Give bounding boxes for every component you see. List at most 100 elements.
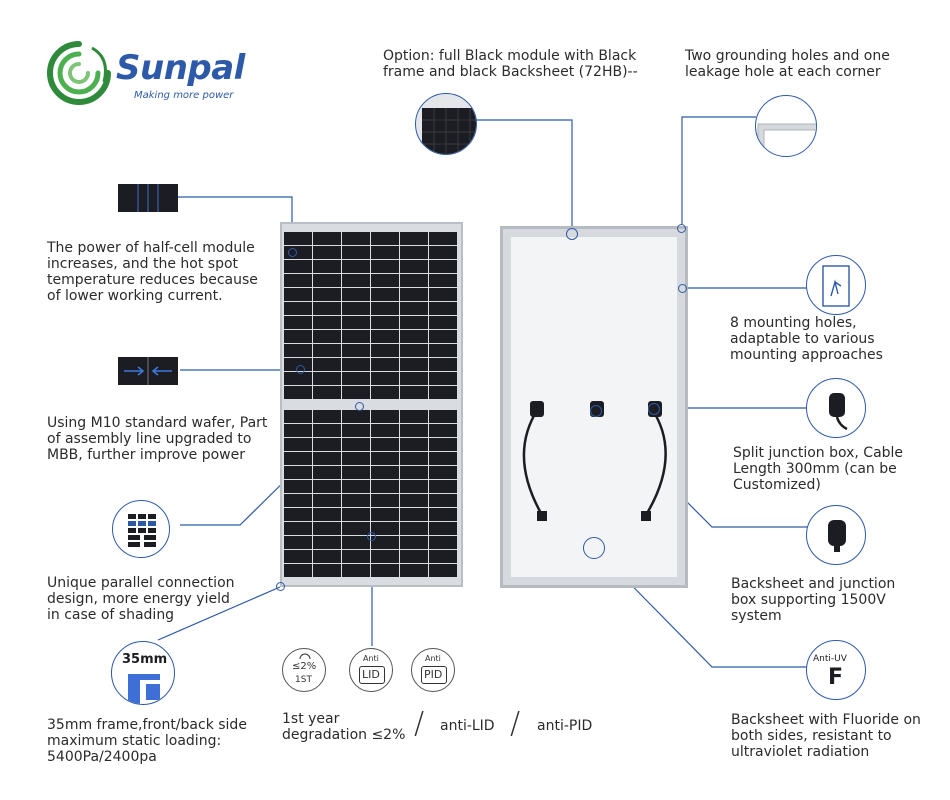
front-cells: [284, 232, 457, 577]
solar-cell: [400, 344, 428, 357]
solar-cell: [371, 344, 399, 357]
solar-cell: [371, 564, 399, 577]
solar-cell: [313, 508, 341, 521]
solar-cell: [371, 260, 399, 273]
solar-cell: [371, 316, 399, 329]
solar-cell: [284, 522, 312, 535]
solar-cell: [400, 452, 428, 465]
solar-cell: [342, 480, 370, 493]
solar-cell: [313, 302, 341, 315]
solar-cell: [313, 564, 341, 577]
junction-text: Split junction box, Cable Length 300mm (…: [733, 445, 904, 493]
anti-lid-text: LID: [362, 668, 380, 681]
wafer-marker: [296, 365, 305, 374]
half-cell-text: The power of half-cell module increases,…: [47, 240, 258, 304]
solar-cell: [400, 466, 428, 479]
solar-cell: [342, 466, 370, 479]
solar-cell: [284, 466, 312, 479]
solar-cell: [342, 372, 370, 385]
solar-cell: [429, 480, 457, 493]
anti-pid-icon: PID: [421, 666, 447, 684]
solar-cell: [400, 372, 428, 385]
frame-profile-icon: [128, 674, 160, 704]
solar-cell: [371, 232, 399, 245]
solar-cell: [400, 330, 428, 343]
degradation-year: 1ST: [295, 675, 312, 685]
solar-cell: [400, 536, 428, 549]
frame-icon-label: 35mm: [122, 652, 168, 667]
solar-cell: [400, 274, 428, 287]
anti-lid-badge: Anti LID: [349, 648, 393, 692]
black-module-icon: [422, 108, 476, 154]
solar-cell: [284, 494, 312, 507]
solar-cell: [371, 246, 399, 259]
solar-cell: [342, 550, 370, 563]
backsheet-jbox-marker: [590, 405, 602, 417]
solar-cell: [284, 372, 312, 385]
solar-cell: [284, 438, 312, 451]
anti-uv-icon: F: [828, 665, 844, 690]
solar-cell: [400, 232, 428, 245]
solar-cell: [313, 550, 341, 563]
solar-cell: [400, 260, 428, 273]
solar-cell: [400, 438, 428, 451]
separator-2: /: [510, 706, 521, 741]
solar-cell: [313, 372, 341, 385]
anti-uv-label: Anti-UV: [813, 654, 847, 664]
solar-cell: [342, 232, 370, 245]
solar-cell: [371, 274, 399, 287]
solar-cell: [342, 316, 370, 329]
solar-cell: [284, 232, 312, 245]
solar-cell: [400, 508, 428, 521]
backsheet-jbox-badge: [806, 505, 866, 565]
solar-cell: [342, 508, 370, 521]
solar-cell: [313, 288, 341, 301]
solar-cell: [429, 260, 457, 273]
solar-cell: [284, 330, 312, 343]
half-cell-icon: [137, 184, 159, 212]
solar-cell: [313, 536, 341, 549]
black-option-marker: [566, 228, 578, 240]
solar-cell: [313, 260, 341, 273]
parallel-marker: [355, 402, 364, 411]
solar-cell: [371, 410, 399, 423]
sunpal-logo-icon: [47, 41, 111, 105]
solar-cell: [284, 536, 312, 549]
solar-cell: [313, 274, 341, 287]
solar-cell: [342, 536, 370, 549]
solar-cell: [400, 386, 428, 399]
solar-cell: [429, 550, 457, 563]
solar-cell: [313, 344, 341, 357]
solar-cell: [342, 564, 370, 577]
solar-cell: [284, 274, 312, 287]
anti-pid-top: Anti: [425, 654, 441, 663]
solar-cell: [429, 344, 457, 357]
degradation-badge: ≤2% 1ST: [282, 648, 326, 692]
solar-cell: [342, 424, 370, 437]
anti-lid-feature: anti-LID: [440, 718, 495, 734]
fluoride-marker: [583, 537, 605, 559]
solar-cell: [371, 494, 399, 507]
solar-cell: [313, 480, 341, 493]
anti-pid-feature: anti-PID: [537, 718, 593, 734]
corner-hole-badge: [755, 95, 817, 157]
degradation-icon: [299, 653, 311, 660]
solar-cell: [429, 288, 457, 301]
solar-cell: [371, 522, 399, 535]
solar-cell: [429, 246, 457, 259]
corner-hole-icon: [757, 123, 816, 156]
frame-badge: 35mm: [111, 641, 175, 705]
solar-cell: [400, 302, 428, 315]
solar-cell: [342, 274, 370, 287]
solar-cell: [284, 452, 312, 465]
m10-text: Using M10 standard wafer, Part of assemb…: [47, 415, 268, 463]
solar-cell: [342, 260, 370, 273]
black-option-text: Option: full Black module with Black fra…: [383, 48, 638, 80]
solar-cell: [429, 330, 457, 343]
wafer-thumb: [118, 357, 178, 385]
mounting-hole-badge: [806, 255, 866, 315]
solar-cell: [400, 424, 428, 437]
degradation-marker: [367, 532, 376, 541]
solar-cell: [429, 536, 457, 549]
solar-cell: [371, 386, 399, 399]
